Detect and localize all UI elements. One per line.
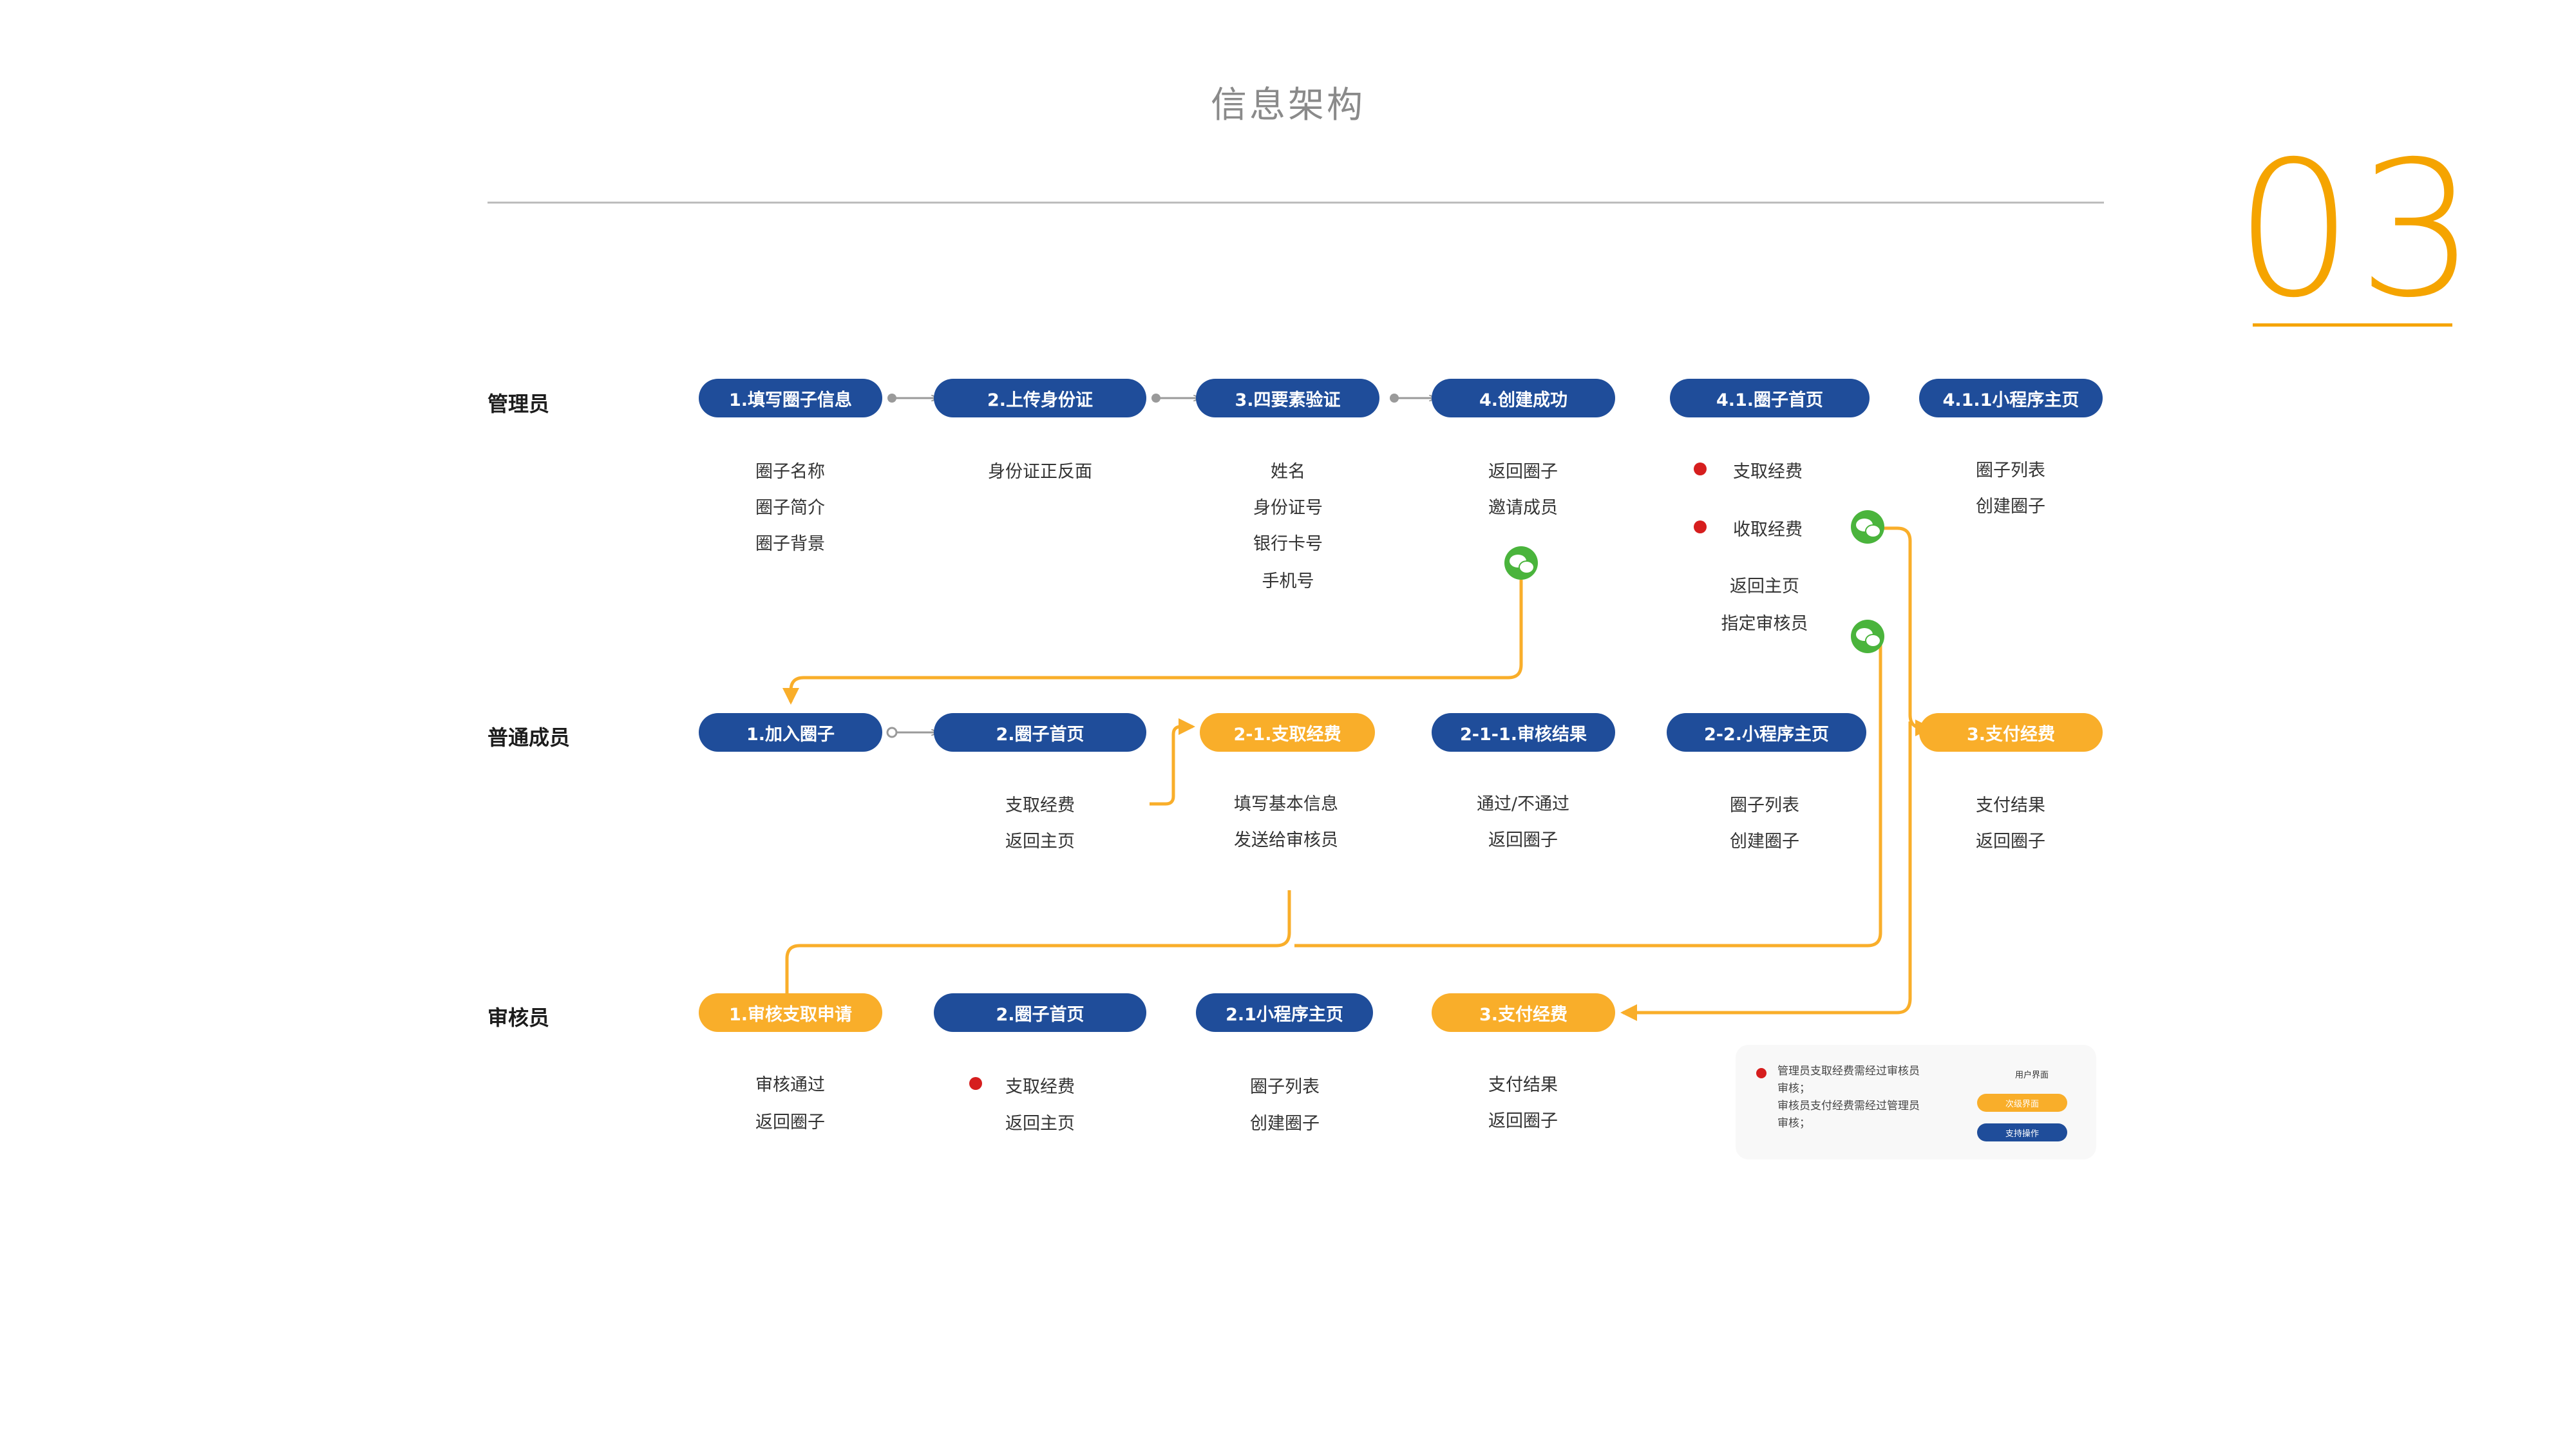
auditor-item: 支付结果 bbox=[1488, 1075, 1558, 1095]
member-item: 创建圈子 bbox=[1730, 832, 1799, 852]
legend-supported-action: 支持操作 bbox=[1977, 1123, 2067, 1141]
legend-note: 审核； bbox=[1777, 1082, 1810, 1095]
admin-item: 收取经费 bbox=[1733, 520, 1803, 540]
auditor-item: 支取经费 bbox=[1005, 1077, 1075, 1097]
admin-item: 身份证正反面 bbox=[988, 462, 1092, 482]
admin-item: 返回圈子 bbox=[1488, 462, 1558, 482]
member-node-miniapp-home[interactable]: 2-2.小程序主页 bbox=[1667, 713, 1866, 752]
admin-item: 银行卡号 bbox=[1253, 534, 1323, 554]
member-node-join[interactable]: 1.加入圈子 bbox=[699, 713, 882, 752]
auditor-item: 圈子列表 bbox=[1250, 1077, 1320, 1097]
member-item: 发送给审核员 bbox=[1234, 830, 1338, 850]
audit-flow-arrow bbox=[779, 890, 1291, 1031]
pay-flow-arrow-to-auditor bbox=[1620, 721, 1912, 1021]
admin-node-created[interactable]: 4.创建成功 bbox=[1432, 379, 1615, 417]
wechat-icon[interactable] bbox=[1851, 510, 1884, 544]
auditor-item: 返回主页 bbox=[1005, 1114, 1075, 1134]
legend-user-ui: 用户界面 bbox=[2014, 1071, 2049, 1080]
row-label-member: 普通成员 bbox=[488, 726, 571, 749]
admin-node-fill-info[interactable]: 1.填写圈子信息 bbox=[699, 379, 882, 417]
admin-item: 创建圈子 bbox=[1976, 497, 2045, 517]
member-item: 填写基本信息 bbox=[1234, 794, 1338, 814]
member-item: 返回圈子 bbox=[1488, 830, 1558, 850]
member-node-circle-home[interactable]: 2.圈子首页 bbox=[934, 713, 1146, 752]
admin-item: 圈子名称 bbox=[755, 462, 825, 482]
auditor-item: 返回圈子 bbox=[1488, 1111, 1558, 1131]
admin-item: 邀请成员 bbox=[1488, 498, 1558, 518]
auditor-node-circle-home[interactable]: 2.圈子首页 bbox=[934, 993, 1146, 1032]
auditor-item: 创建圈子 bbox=[1250, 1114, 1320, 1134]
admin-node-miniapp-home[interactable]: 4.1.1小程序主页 bbox=[1919, 379, 2103, 417]
auditor-item: 返回圈子 bbox=[755, 1112, 825, 1132]
member-item: 返回圈子 bbox=[1976, 832, 2045, 852]
auditor-node-miniapp-home[interactable]: 2.1小程序主页 bbox=[1196, 993, 1373, 1032]
legend-note: 审核员支付经费需经过管理员 bbox=[1777, 1100, 1920, 1112]
admin-item: 返回主页 bbox=[1730, 577, 1799, 596]
admin-item: 圈子背景 bbox=[755, 534, 825, 554]
pay-flow-arrow-to-member bbox=[1868, 526, 1932, 736]
legend-secondary-ui: 次级界面 bbox=[1977, 1094, 2067, 1112]
wechat-icon[interactable] bbox=[1504, 546, 1538, 580]
page-title: 信息架构 bbox=[1211, 84, 1365, 126]
red-dot-icon bbox=[1694, 520, 1707, 533]
admin-item: 支取经费 bbox=[1733, 462, 1803, 482]
auditor-node-pay[interactable]: 3.支付经费 bbox=[1432, 993, 1615, 1032]
legend-note: 管理员支取经费需经过审核员 bbox=[1777, 1065, 1920, 1078]
title-divider bbox=[488, 202, 2104, 204]
red-dot-icon bbox=[969, 1077, 982, 1090]
admin-item: 姓名 bbox=[1271, 462, 1305, 482]
legend-note: 审核； bbox=[1777, 1117, 1810, 1130]
row-label-admin: 管理员 bbox=[488, 392, 550, 415]
member-item: 圈子列表 bbox=[1730, 796, 1799, 816]
member-node-audit-result[interactable]: 2-1-1.审核结果 bbox=[1432, 713, 1615, 752]
member-item: 支付结果 bbox=[1976, 796, 2045, 816]
member-node-pay[interactable]: 3.支付经费 bbox=[1919, 713, 2103, 752]
admin-item: 手机号 bbox=[1262, 571, 1314, 591]
section-number-underline bbox=[2253, 323, 2452, 327]
withdraw-flow-arrow bbox=[1150, 718, 1195, 806]
admin-node-verify[interactable]: 3.四要素验证 bbox=[1196, 379, 1379, 417]
admin-node-circle-home[interactable]: 4.1.圈子首页 bbox=[1670, 379, 1870, 417]
auditor-node-review[interactable]: 1.审核支取申请 bbox=[699, 993, 882, 1032]
admin-item: 指定审核员 bbox=[1721, 614, 1808, 634]
section-number: 03 bbox=[2235, 122, 2481, 339]
admin-node-upload-id[interactable]: 2.上传身份证 bbox=[934, 379, 1146, 417]
red-dot-icon bbox=[1756, 1068, 1766, 1078]
wechat-icon[interactable] bbox=[1851, 620, 1884, 653]
member-item: 支取经费 bbox=[1005, 796, 1075, 816]
member-node-withdraw[interactable]: 2-1.支取经费 bbox=[1200, 713, 1375, 752]
red-dot-icon bbox=[1694, 463, 1707, 475]
admin-item: 身份证号 bbox=[1253, 498, 1323, 518]
invite-flow-arrow bbox=[782, 580, 1523, 705]
member-item: 返回主页 bbox=[1005, 832, 1075, 852]
auditor-item: 审核通过 bbox=[755, 1075, 825, 1095]
admin-item: 圈子列表 bbox=[1976, 461, 2045, 481]
member-item: 通过/不通过 bbox=[1476, 794, 1570, 814]
admin-item: 圈子简介 bbox=[755, 498, 825, 518]
row-label-auditor: 审核员 bbox=[488, 1006, 550, 1029]
